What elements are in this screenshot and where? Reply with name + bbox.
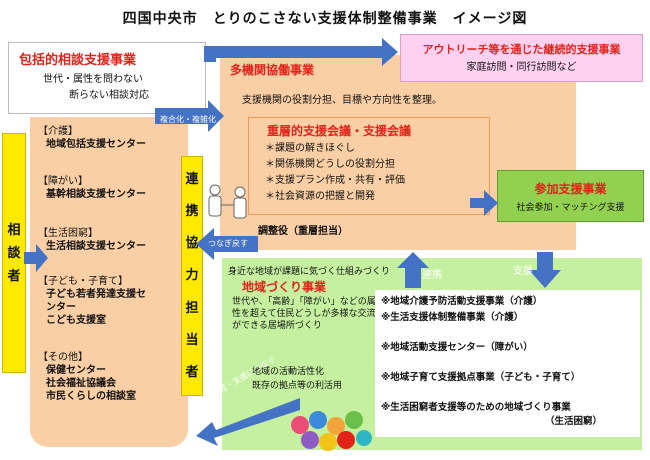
arrow-renkei-icon (397, 252, 429, 288)
sanka-heading: 参加支援事業 (534, 182, 607, 196)
list-item: （生活困窮） (545, 416, 603, 427)
juusou-item: ＊社会資源の把握と開発 (265, 191, 375, 202)
category-head: 【介護】 (38, 126, 78, 137)
soudansha-char: 談 (7, 245, 21, 261)
arrow-tsunagi-icon (196, 228, 258, 260)
label-renkei: 連携 (422, 270, 442, 281)
consultation-agencies-box: 【介護】 地域包括支援センター 【障がい】 基幹相談支援センター 【生活困窮】 … (30, 117, 188, 447)
category-shougai: 【障がい】 基幹相談支援センター (38, 175, 146, 201)
chiiki-project-list: ※地域介護予防活動支援事業（介護） ※生活支援体制整備事業（介護） ※地域活動支… (375, 290, 640, 437)
outreach-heading: アウトリーチ等を通じた継続的支援事業 (422, 43, 621, 56)
arrow-outreach-icon (204, 38, 398, 66)
category-item: 子ども若者発達支援セ (46, 289, 146, 300)
renkei-char: 連 (185, 171, 199, 187)
category-head: 【その他】 (38, 352, 88, 363)
category-item: 地域包括支援センター (46, 139, 146, 150)
list-item: ※生活支援体制整備事業（介護） (381, 312, 524, 323)
soudansha-char: 相 (7, 222, 21, 238)
soudansha-char: 者 (7, 268, 21, 284)
category-head: 【子ども・子育て】 (38, 276, 128, 287)
juusou-item: ＊支援プラン作成・共有・評価 (265, 175, 405, 186)
renkei-char: 当 (185, 333, 199, 349)
chouseiyaku-label: 調整役（重層担当） (258, 226, 348, 237)
takikan-description: 支援機関の役割分担、目標や方向性を整理。 (242, 95, 442, 106)
category-item: 生活相談支援センター (46, 241, 146, 252)
outreach-sub: 家庭訪問・同行訪問など (466, 62, 577, 73)
page-title: 四国中央市 とりのこさない支援体制整備事業 イメージ図 (122, 11, 528, 27)
sanka-box: 参加支援事業 社会参加・マッチング支援 (497, 170, 644, 222)
category-head: 【生活困窮】 (38, 228, 98, 239)
category-item: 基幹相談支援センター (46, 189, 146, 200)
list-item: ※地域介護予防活動支援事業（介護） (381, 296, 543, 307)
arrow-sanka-icon (470, 190, 498, 216)
category-sonota: 【その他】 保健センター 社会福祉協議会 市民くらしの相談室 (38, 351, 136, 403)
category-kodomo: 【子ども・子育て】 子ども若者発達支援セ ンター こども支援室 (38, 275, 146, 327)
arrow-kadai-icon (196, 398, 300, 446)
houkatsu-heading: 包括的相談支援事業 (19, 53, 137, 68)
renkei-char: 携 (185, 203, 199, 219)
category-kaigo: 【介護】 地域包括支援センター (38, 125, 146, 151)
chiiki-sub2: 既存の拠点等の利活用 (252, 381, 343, 391)
renkei-char: 担 (185, 300, 199, 316)
outreach-box: アウトリーチ等を通じた継続的支援事業 家庭訪問・同行訪問など (400, 34, 643, 82)
list-item: ※地域子育て支援拠点事業（子ども・子育て） (381, 372, 581, 383)
houkatsu-box: 包括的相談支援事業 世代・属性を問わない 断らない相談対応 (8, 42, 206, 114)
juusou-heading: 重層的支援会議・支援会議 (267, 124, 412, 138)
category-item: こども支援室 (46, 315, 106, 326)
category-konkyuu: 【生活困窮】 生活相談支援センター (38, 227, 146, 253)
sanka-sub: 社会参加・マッチング支援 (516, 203, 625, 213)
renkei-char: 協 (185, 236, 199, 252)
juusou-box: 重層的支援会議・支援会議 ＊課題の解きほぐし ＊関係機関どうしの役割分担 ＊支援… (248, 117, 490, 215)
arrow-fukugou-icon (155, 100, 224, 132)
arrow-soudansha-icon (24, 244, 48, 272)
chiiki-sub1: 地域の活動活性化 (252, 367, 325, 377)
label-shien: 支援 (513, 266, 533, 277)
soudansha-label: 相 談 者 (2, 133, 26, 373)
takikan-heading: 多機関協働事業 (230, 63, 315, 77)
juusou-item: ＊課題の解きほぐし (265, 143, 355, 154)
category-item: 社会福祉協議会 (46, 378, 116, 389)
renkei-char: 者 (185, 365, 199, 381)
houkatsu-line2: 断らない相談対応 (69, 90, 149, 101)
category-item: 保健センター (46, 365, 106, 376)
houkatsu-line1: 世代・属性を問わない (43, 74, 143, 85)
label-tsunagi: つなぎ戻す (208, 239, 248, 248)
list-item: ※地域活動支援センター（障がい） (381, 342, 533, 353)
arrow-shien-icon (529, 252, 561, 288)
chiiki-description: 世代や、「高齢」「障がい」などの属性を超えて住民どうしが多様な交流ができる居場所… (232, 297, 376, 331)
renkei-char: 力 (185, 268, 199, 284)
handshake-people-icon (208, 184, 247, 219)
community-people-icon (291, 411, 372, 451)
label-fukugou: 複合化・複雑化 (160, 115, 216, 124)
category-item: ンター (46, 302, 76, 313)
chiiki-heading: 地域づくり事業 (242, 280, 327, 294)
juusou-item: ＊関係機関どうしの役割分担 (265, 159, 395, 170)
list-item: ※生活困窮者支援等のための地域づくり事業 (381, 402, 571, 413)
chiiki-top-text: 身近な地域が課題に気づく仕組みづくり (228, 267, 391, 277)
category-item: 市民くらしの相談室 (46, 391, 136, 402)
category-head: 【障がい】 (38, 176, 88, 187)
renkei-tantousha-label: 連 携 協 力 担 当 者 (181, 156, 203, 396)
